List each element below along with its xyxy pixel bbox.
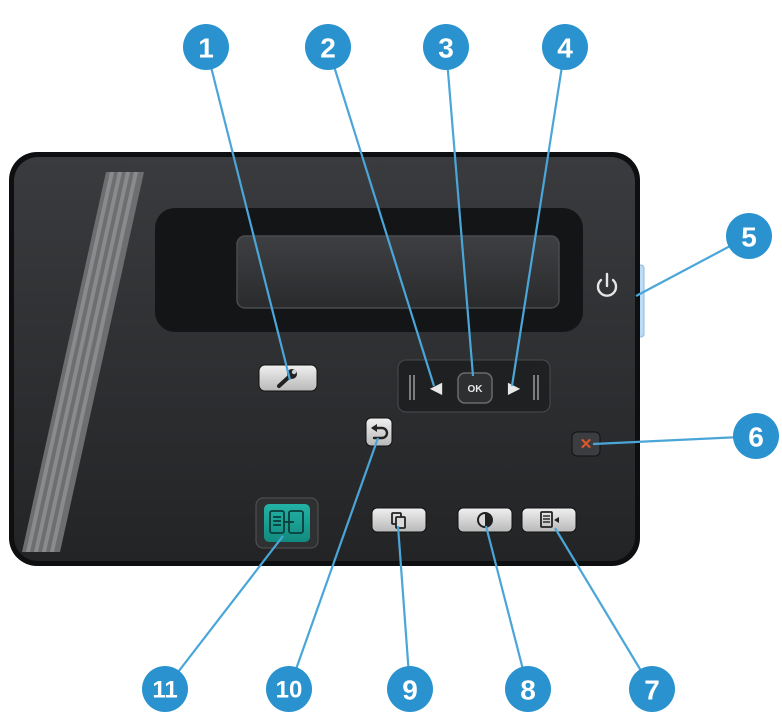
leader-line-7	[554, 527, 653, 690]
callout-7: 7	[629, 666, 675, 712]
copy-menu-button[interactable]	[521, 507, 577, 533]
callout-9: 9	[387, 666, 433, 712]
power-icon	[596, 278, 618, 297]
copies-icon	[391, 512, 406, 529]
back-arrow-icon	[371, 426, 389, 440]
start-copy-button[interactable]	[255, 497, 319, 549]
callout-6: 6	[733, 413, 779, 459]
leader-line-3	[444, 46, 475, 377]
callout-3: 3	[423, 24, 469, 70]
ok-label: OK	[468, 384, 484, 395]
contrast-icon	[477, 512, 493, 528]
callout-1: 1	[183, 24, 229, 70]
copies-button[interactable]	[371, 507, 427, 533]
callout-7-label: 7	[644, 675, 660, 706]
callout-5-label: 5	[741, 222, 757, 253]
callouts: 1 2 3 4 5 6 7 8 9 10 11	[142, 24, 779, 712]
leader-line-1	[204, 46, 292, 381]
leader-line-4	[510, 46, 567, 387]
callout-1-label: 1	[198, 33, 214, 64]
callout-5: 5	[726, 213, 772, 259]
callout-11: 11	[142, 666, 188, 712]
callout-2-label: 2	[320, 33, 336, 64]
leader-line-9	[396, 525, 412, 690]
callout-4-label: 4	[557, 33, 573, 64]
leader-line-2	[326, 46, 436, 387]
leader-line-11	[164, 535, 284, 690]
leader-lines	[164, 46, 763, 690]
decorative-stripes	[22, 172, 144, 552]
leader-line-8	[484, 525, 530, 690]
cancel-x-icon: ✕	[580, 436, 593, 453]
right-arrow-button[interactable]: ▶	[508, 380, 521, 397]
copy-menu-icon	[540, 511, 559, 528]
power-button[interactable]	[596, 272, 618, 297]
callout-2: 2	[305, 24, 351, 70]
copy-icon	[269, 510, 304, 534]
callout-8-label: 8	[520, 675, 536, 706]
callout-10-label: 10	[276, 677, 303, 704]
back-button[interactable]	[365, 417, 393, 447]
cancel-button[interactable]: ✕	[571, 431, 601, 457]
ok-button[interactable]: OK	[457, 372, 493, 404]
callout-11-label: 11	[152, 677, 177, 704]
callout-3-label: 3	[438, 33, 454, 64]
setup-button[interactable]	[258, 364, 318, 392]
callout-9-label: 9	[402, 675, 418, 706]
callout-8: 8	[505, 666, 551, 712]
callout-6-label: 6	[748, 422, 764, 453]
leader-line-10	[287, 437, 380, 690]
callout-10: 10	[266, 666, 312, 712]
callout-4: 4	[542, 24, 588, 70]
lighter-darker-button[interactable]	[457, 507, 513, 533]
